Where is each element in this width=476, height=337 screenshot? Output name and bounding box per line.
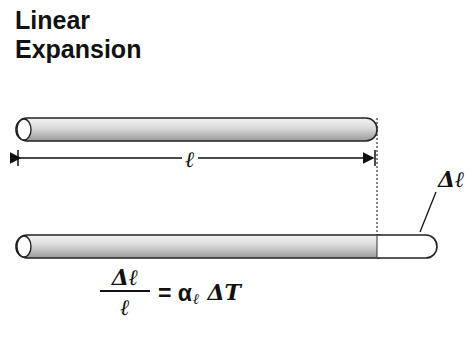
callout-label: Δℓ	[438, 168, 464, 190]
fraction-bar	[100, 290, 150, 292]
rod	[16, 235, 388, 258]
formula-text: = α	[158, 282, 192, 305]
rod-end	[17, 236, 31, 257]
reference-line	[376, 118, 377, 258]
rod-extension	[377, 235, 437, 258]
leader-line	[420, 192, 436, 232]
formula-numerator: Δℓ	[112, 266, 138, 288]
rod-end	[17, 119, 31, 140]
formula-denominator: ℓ	[120, 296, 129, 318]
length-label: ℓ	[182, 148, 197, 170]
rod	[16, 118, 377, 141]
title: Linear Expansion	[15, 6, 165, 64]
formula-subscript: ℓ	[193, 292, 199, 307]
formula-text: ΔT	[207, 281, 240, 303]
